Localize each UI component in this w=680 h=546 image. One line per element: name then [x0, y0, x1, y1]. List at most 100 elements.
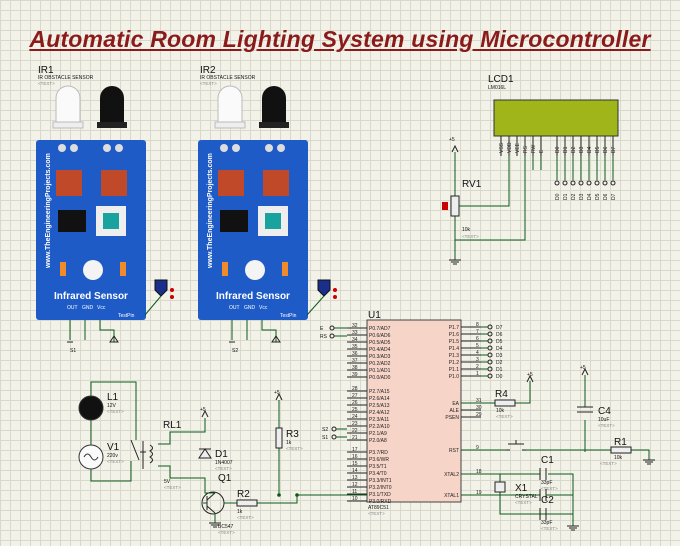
- u1-left-pin-label: P0.2/AD2: [369, 361, 391, 367]
- l1-ref: L1: [107, 392, 119, 403]
- ir1-name: IR OBSTACLE SENSOR: [38, 75, 94, 81]
- rl1-ref: RL1: [163, 420, 182, 431]
- u1-left-pin-label: P2.3/A11: [369, 417, 389, 423]
- ir-sensor-2[interactable]: IR2 IR OBSTACLE SENSOR <TEXT> www.TheEng…: [198, 65, 337, 354]
- ir2-site: www.TheEngineeringProjects.com: [207, 153, 214, 269]
- net-rs: RS: [320, 334, 328, 340]
- q1-ref: Q1: [218, 473, 232, 484]
- u1-ref: U1: [368, 310, 381, 321]
- lcd-pin-label: RW: [531, 144, 537, 153]
- u1-left-pin-label: P2.1/A9: [369, 431, 387, 437]
- r3-value: 1k: [286, 440, 292, 446]
- ir1-testpin-icon[interactable]: [154, 279, 168, 297]
- relay-rl1[interactable]: RL1 5V <TEXT>: [130, 418, 206, 490]
- r2-value: 1k: [237, 509, 243, 515]
- u1-left-pin-number: 17: [352, 447, 358, 453]
- potentiometer-rv1[interactable]: +5 RV1 10k <TEXT>: [442, 137, 526, 265]
- diode-icon: [198, 448, 212, 459]
- u1-d-net: D3: [496, 353, 503, 359]
- lamp-l1[interactable]: L1 12V <TEXT>: [78, 392, 124, 421]
- r1-ref: R1: [614, 437, 627, 448]
- u1-left-pin-number: 12: [352, 482, 358, 488]
- u1-d-net: D4: [496, 346, 503, 352]
- crystal-icon: [494, 481, 506, 493]
- u1-right-pin-label: P1.7: [449, 325, 460, 331]
- u1-left-pin-number: 36: [352, 351, 358, 357]
- d1-value: 1N4007: [215, 460, 233, 466]
- u1-left-pin-number: 27: [352, 393, 358, 399]
- u1-right-pin-label: P1.1: [449, 367, 460, 373]
- resistor-r4[interactable]: R4 10k <TEXT> +5: [461, 372, 534, 419]
- ir2-testpin-icon[interactable]: [317, 279, 331, 297]
- u1-left-pin-number: 39: [352, 372, 358, 378]
- ir-sensor-1[interactable]: IR1 IR OBSTACLE SENSOR <TEXT> www.TheEng…: [36, 65, 174, 354]
- lcd-pin-label: D5: [595, 146, 601, 153]
- net-s2: S2: [322, 427, 328, 433]
- x1-value: CRYSTAL: [515, 494, 538, 500]
- u1-right-pin-number: 9: [476, 445, 479, 451]
- u1-right-pin-number: 5: [476, 343, 479, 349]
- lcd-pin: VSS: [499, 136, 505, 156]
- u1-right-pin: P1.1 2: [449, 364, 481, 373]
- u1-left-pin-label: P0.5/AD5: [369, 340, 391, 346]
- u1-left-pin-label: P0.7/AD7: [369, 326, 391, 332]
- source-v1[interactable]: V1 220v <TEXT>: [78, 442, 124, 470]
- lcd-net-label: D3: [579, 193, 585, 200]
- diode-d1[interactable]: +5 D1 1N4007 <TEXT>: [198, 407, 233, 471]
- u1-left-pin-number: 28: [352, 386, 358, 392]
- r3-text: <TEXT>: [286, 446, 303, 451]
- lcd-pin-label: VDD: [507, 142, 513, 153]
- ir1-site: www.TheEngineeringProjects.com: [45, 153, 52, 269]
- q1-value: BC547: [218, 524, 234, 530]
- relay-coil-icon: [149, 444, 153, 464]
- lcd-pin-label: D6: [603, 146, 609, 153]
- u1-left-pin-number: 13: [352, 475, 358, 481]
- u1-left-pin-label: P2.5/A13: [369, 403, 390, 409]
- transistor-q1[interactable]: Q1 BC547 <TEXT>: [201, 473, 235, 535]
- u1-left-pin-number: 26: [352, 400, 358, 406]
- lcd-net-label: D5: [595, 193, 601, 200]
- resistor-r2[interactable]: R2 1k <TEXT>: [224, 489, 367, 520]
- r2-text: <TEXT>: [237, 515, 254, 520]
- ir1-net-s1: S1: [70, 348, 76, 354]
- c2-text: <TEXT>: [541, 526, 558, 531]
- c4-ref: C4: [598, 406, 611, 417]
- crystal-circuit[interactable]: X1 CRYSTAL <TEXT> C1 33pF <TEXT> C2 33pF…: [461, 455, 579, 531]
- reset-circuit[interactable]: +5 C4 10uF <TEXT> R1 10k <TEXT>: [461, 365, 655, 466]
- u1-left-pin-label: P2.0/A8: [369, 438, 387, 444]
- u1-left-pin-label: P0.1/AD1: [369, 368, 391, 374]
- u1-right-pin-label: P1.0: [449, 374, 460, 380]
- lcd-pin-label: E: [539, 149, 545, 153]
- ir1-pin-gnd: GND: [82, 305, 94, 311]
- c2-value: 33pF: [541, 520, 552, 526]
- u1-right-pin-number: 2: [476, 364, 479, 370]
- u1-right-pin-label: P1.2: [449, 360, 460, 366]
- reset-switch-icon[interactable]: [506, 440, 526, 451]
- lcd-pin-label: D1: [563, 146, 569, 153]
- u1-left-pin-label: P2.2/A10: [369, 424, 390, 430]
- lcd-pin: VEE: [515, 136, 521, 156]
- microcontroller-u1[interactable]: U1 AT89C51 <TEXT> P3.0/RXD10P3.1/TXD11P3…: [334, 310, 482, 516]
- rv1-ref: RV1: [462, 179, 482, 190]
- rv1-text: <TEXT>: [462, 234, 479, 239]
- lcd-pin-label: D3: [579, 146, 585, 153]
- lcd-net-label: D2: [571, 193, 577, 200]
- resistor-r3[interactable]: +5 R3 1k <TEXT>: [274, 390, 303, 495]
- u1-right-pin-label: EA: [452, 401, 459, 407]
- ir2-pin-out: OUT: [229, 305, 240, 311]
